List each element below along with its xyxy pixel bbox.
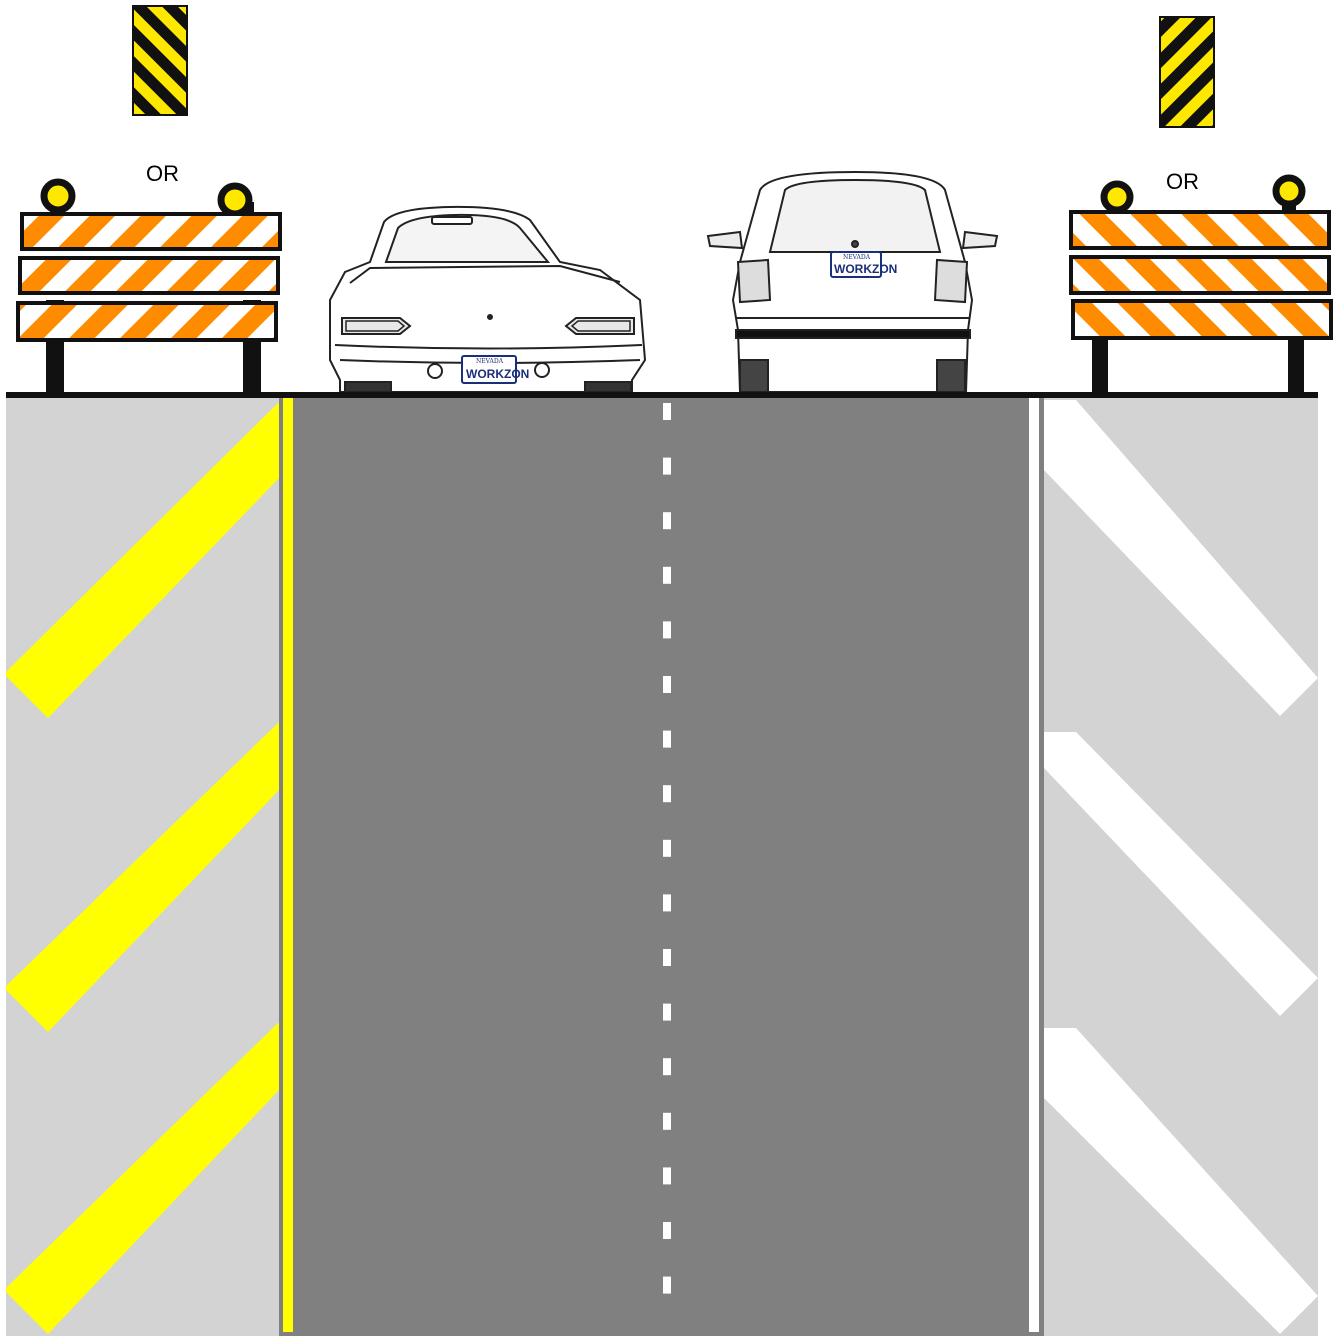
left-plate-text: WORKZON [466,367,529,381]
lane-dash [663,621,671,638]
right-edge-line [1029,398,1039,1332]
lane-dash [663,1058,671,1075]
lane-dash [663,785,671,802]
lane-dash [663,1113,671,1130]
lane-dash [663,458,671,475]
right-barricade [1071,178,1331,392]
right-barricade-rail-1 [1071,212,1329,248]
lane-dash [663,403,671,420]
lane-dash [663,676,671,693]
ground-line [6,392,1318,398]
right-barricade-rail-3 [1073,301,1331,338]
right-plate-state: NEVADA [843,254,871,261]
left-barricade [18,182,280,394]
lane-dash [663,894,671,911]
left-warning-light-2 [221,186,249,214]
right-car [708,172,997,392]
lane-dash [663,840,671,857]
right-warning-light-1 [1104,184,1130,210]
left-object-marker [133,6,187,115]
left-or-label: OR [146,161,179,186]
left-plate-state: NEVADA [476,358,504,365]
right-or-label: OR [1166,169,1199,194]
lane-dash [663,949,671,966]
left-warning-light-1 [44,182,72,210]
lane-dash [663,512,671,529]
lane-dash [663,731,671,748]
lane-dash [663,1277,671,1294]
roadway [279,396,1044,1336]
right-warning-light-2 [1276,178,1302,204]
right-barricade-rail-2 [1071,257,1329,293]
lane-dash [663,567,671,584]
left-median [6,396,279,1336]
left-barricade-rail-1 [22,214,280,249]
lane-dash [663,1222,671,1239]
left-barricade-rail-3 [18,303,276,340]
lane-dash [663,1167,671,1184]
right-object-marker [1160,17,1214,127]
right-plate-text: WORKZON [834,262,897,276]
left-barricade-rail-2 [20,258,278,293]
left-edge-line [283,398,293,1332]
right-median [1044,396,1318,1336]
lane-dash [663,1004,671,1021]
